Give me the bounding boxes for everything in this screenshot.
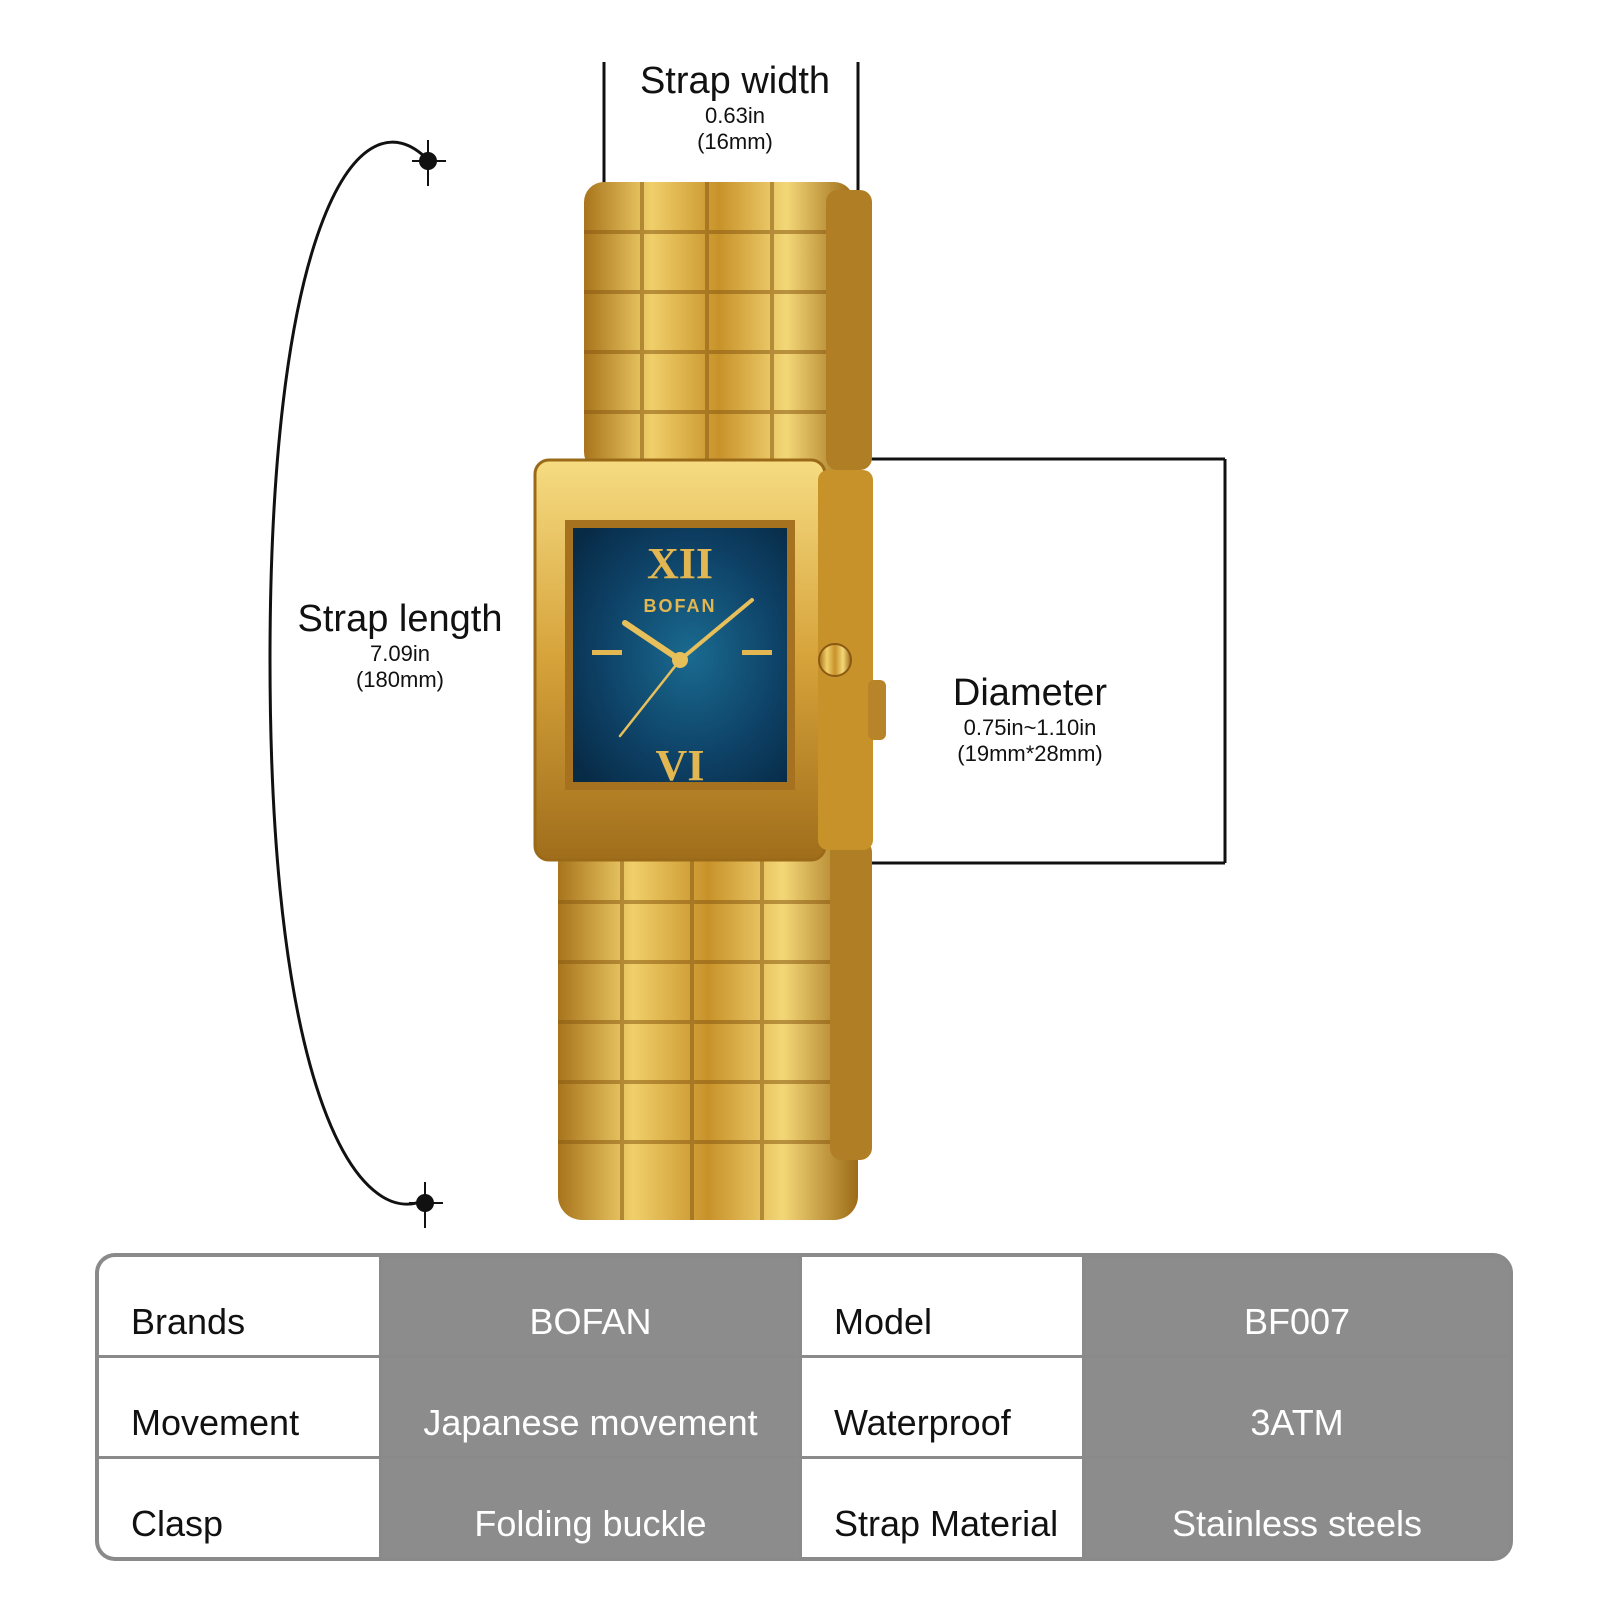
spec-key: Waterproof <box>802 1358 1082 1456</box>
spec-value: BOFAN <box>382 1257 799 1355</box>
diameter-title: Diameter <box>952 672 1108 714</box>
spec-value: Japanese movement <box>382 1358 799 1456</box>
diameter-label: Diameter 0.75in~1.10in (19mm*28mm) <box>930 672 1130 767</box>
bracelet-lower <box>558 840 872 1220</box>
watch-illustration: XII BOFAN VI <box>268 62 1227 1228</box>
spec-value: BF007 <box>1085 1257 1509 1355</box>
strap-length-title: Strap length <box>297 598 503 640</box>
strap-width-metric: (16mm) <box>697 129 773 154</box>
dial-numeral-top: XII <box>647 539 713 588</box>
spec-value: Stainless steels <box>1085 1459 1509 1557</box>
strap-length-arc <box>268 140 446 1228</box>
strap-width-title: Strap width <box>639 60 831 102</box>
spec-key: Movement <box>99 1358 379 1456</box>
spec-value: Folding buckle <box>382 1459 799 1557</box>
diameter-metric: (19mm*28mm) <box>957 741 1103 766</box>
spec-value: 3ATM <box>1085 1358 1509 1456</box>
strap-width-imperial: 0.63in <box>705 103 765 128</box>
diameter-imperial: 0.75in~1.10in <box>963 715 1097 740</box>
dial-brand-mark: BOFAN <box>644 596 717 616</box>
spec-key: Strap Material <box>802 1459 1082 1557</box>
spec-key: Model <box>802 1257 1082 1355</box>
spec-table: Brands BOFAN Model BF007 Movement Japane… <box>95 1253 1513 1561</box>
strap-length-metric: (180mm) <box>355 667 444 692</box>
diameter-bracket <box>845 457 1227 865</box>
watch-dial <box>573 528 787 782</box>
strap-width-label: Strap width 0.63in (16mm) <box>600 60 870 155</box>
strap-length-imperial: 7.09in <box>370 641 430 666</box>
dial-numeral-bottom: VI <box>656 741 705 790</box>
strap-length-label: Strap length 7.09in (180mm) <box>280 598 520 693</box>
bracelet-upper <box>584 182 872 472</box>
spec-key: Clasp <box>99 1459 379 1557</box>
spec-key: Brands <box>99 1257 379 1355</box>
